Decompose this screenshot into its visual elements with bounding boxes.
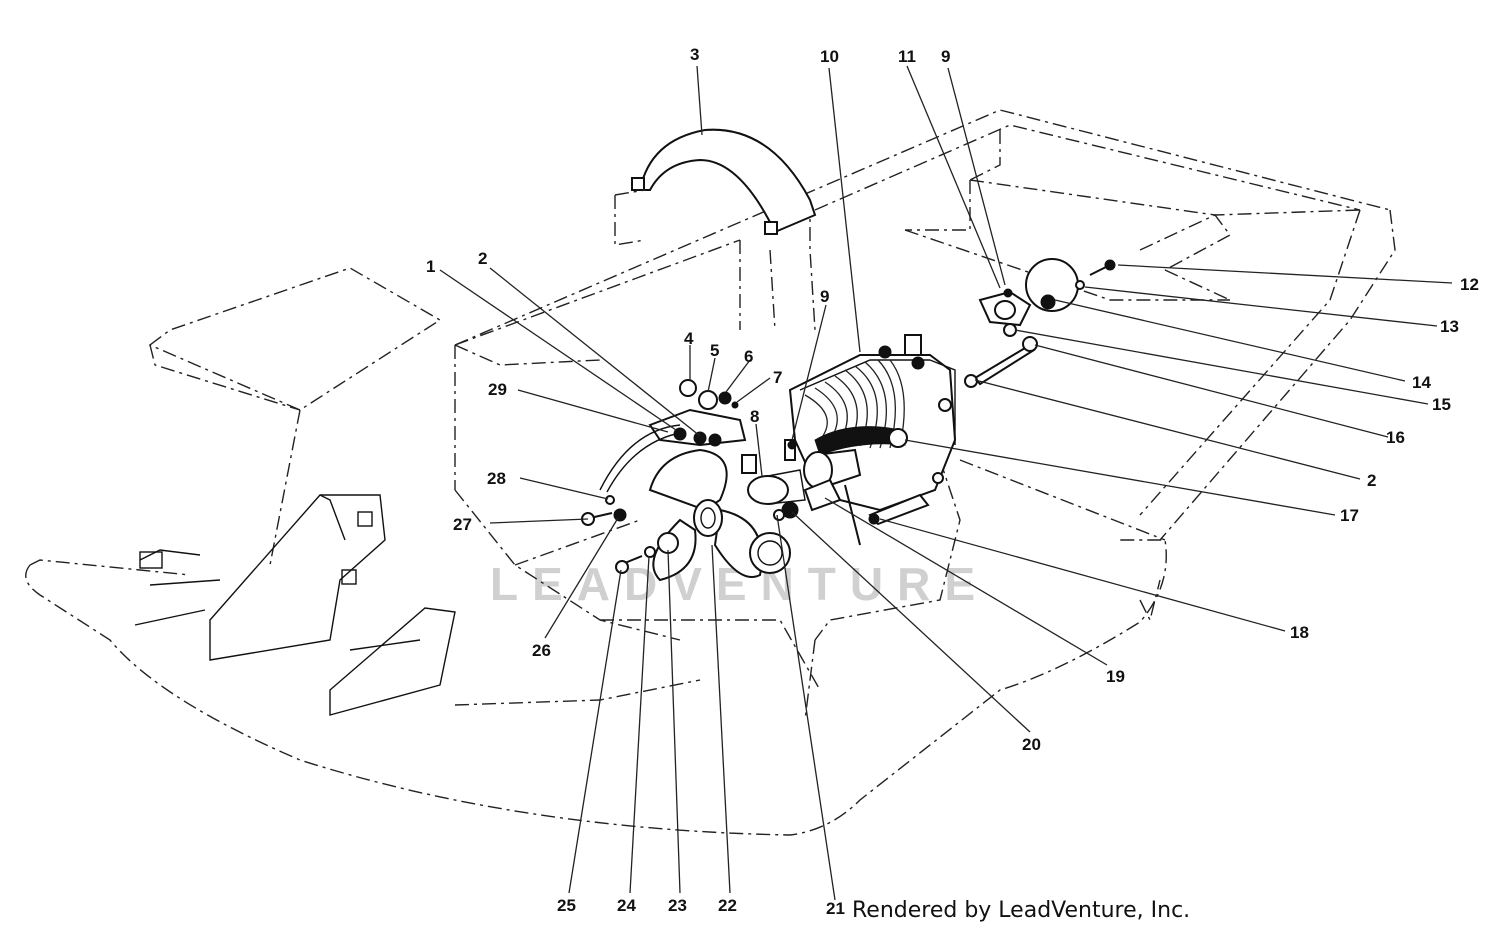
small-bolt [787,440,797,450]
leader-lines [439,65,1453,901]
callout-11: 11 [898,47,916,66]
belt-guard [614,128,817,246]
mount-hardware [581,495,627,526]
callout-3: 3 [690,45,699,64]
callout-4: 4 [684,329,694,348]
cooling-fan [648,448,763,582]
transmission [741,334,957,546]
callout-labels: 3 10 11 9 9 1 2 4 5 6 7 29 8 12 13 14 15… [426,45,1479,918]
render-credit: Rendered by LeadVenture, Inc. [852,898,1191,923]
callout-2b: 2 [1367,471,1376,490]
callout-1: 1 [426,257,435,276]
callout-28: 28 [487,469,506,488]
callout-25: 25 [557,896,576,915]
callout-6: 6 [744,347,753,366]
callout-22: 22 [718,896,737,915]
long-bolt [964,336,1038,388]
callout-18: 18 [1290,623,1309,642]
callout-19: 19 [1106,667,1125,686]
callout-2: 2 [478,249,487,268]
deck-frame [25,109,1396,836]
callout-12: 12 [1460,275,1479,294]
callout-26: 26 [532,641,551,660]
axle-shaft [868,493,930,526]
callout-21: 21 [826,899,845,918]
output-pulley-hardware [773,501,799,521]
callout-10: 10 [820,47,839,66]
callout-17: 17 [1340,506,1359,525]
fan-hardware [615,532,679,574]
callout-29: 29 [488,380,507,399]
callout-13: 13 [1440,317,1459,336]
callout-16: 16 [1386,428,1405,447]
callout-20: 20 [1022,735,1041,754]
callout-27: 27 [453,515,472,534]
callout-9: 9 [941,47,950,66]
brake-rod-assembly [599,379,747,493]
callout-5: 5 [710,341,719,360]
callout-23: 23 [668,896,687,915]
callout-9b: 9 [820,287,829,306]
retaining-ring [749,532,791,574]
callout-7: 7 [773,368,782,387]
callout-8: 8 [750,407,759,426]
front-bracket-assembly [134,494,456,716]
callout-15: 15 [1432,395,1451,414]
callout-24: 24 [617,896,636,915]
callout-14: 14 [1412,373,1431,392]
pump-bracket [978,258,1116,337]
